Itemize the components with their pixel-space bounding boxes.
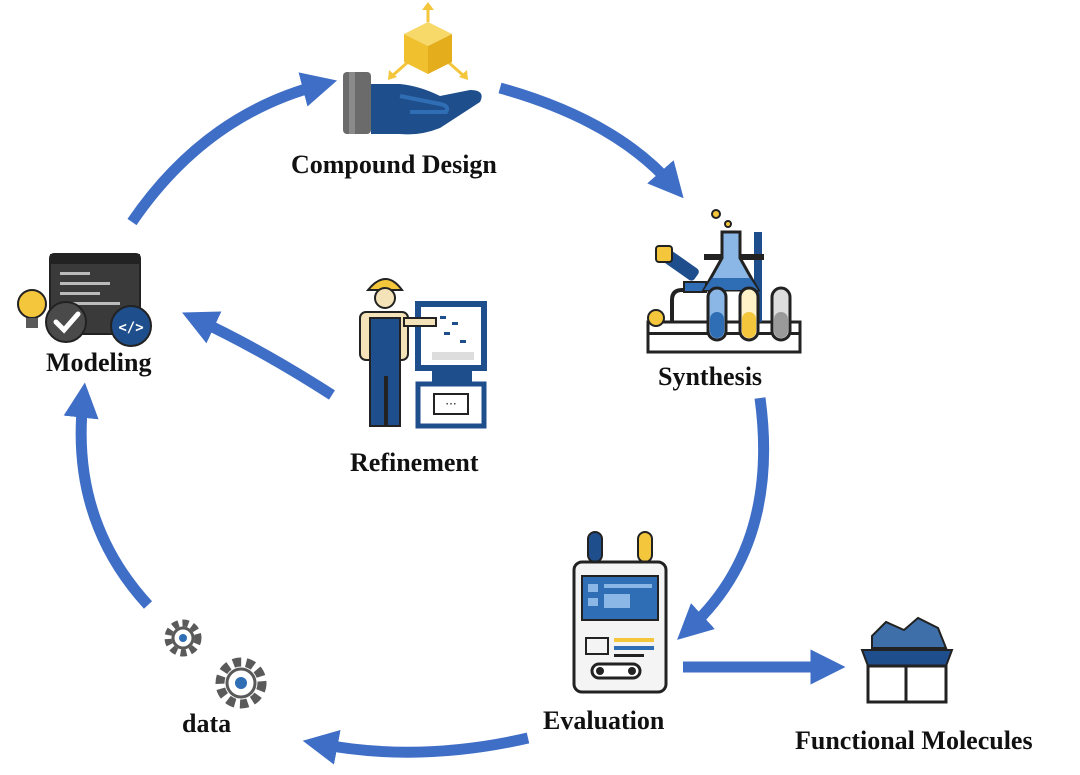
- svg-text:···: ···: [445, 397, 456, 411]
- label-modeling: Modeling: [46, 348, 152, 377]
- code-window-icon: </>: [17, 253, 152, 347]
- gears-icon: [164, 619, 267, 709]
- arrow-modeling-to-compound-design: [127, 72, 338, 226]
- open-box-icon: [860, 616, 954, 704]
- label-evaluation: Evaluation: [543, 706, 665, 735]
- arrow-data-to-modeling: [63, 382, 153, 609]
- analyzer-instrument-icon: [572, 531, 668, 694]
- label-compound-design: Compound Design: [291, 150, 497, 179]
- svg-text:</>: </>: [118, 320, 143, 336]
- label-data: data: [182, 709, 232, 738]
- engineer-at-screen-icon: ···: [359, 278, 487, 429]
- hand-holding-cube-icon: [343, 2, 482, 135]
- label-synthesis: Synthesis: [658, 362, 763, 391]
- arrow-evaluation-to-data: [302, 729, 530, 765]
- arrow-synthesis-to-evaluation: [677, 397, 770, 640]
- arrow-refinement-to-modeling: [182, 311, 335, 400]
- label-functional-molecules: Functional Molecules: [795, 726, 1033, 755]
- label-refinement: Refinement: [350, 448, 479, 477]
- lab-microscope-flask-icon: [646, 209, 802, 354]
- arrow-compound-design-to-synthesis: [498, 82, 684, 199]
